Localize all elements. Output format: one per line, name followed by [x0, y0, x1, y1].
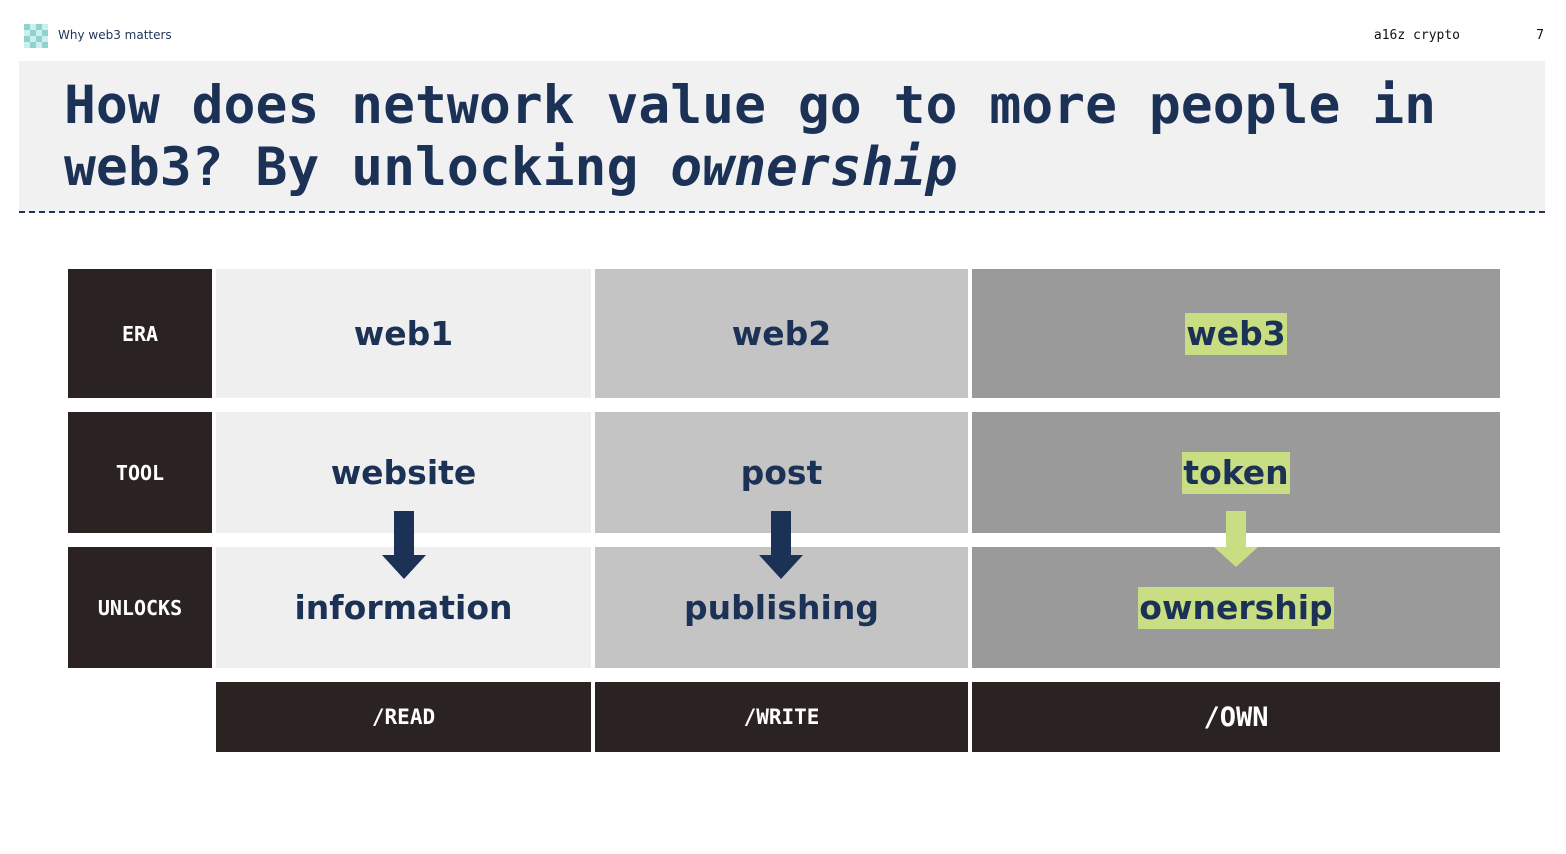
section-label: Why web3 matters: [58, 28, 172, 42]
web3-unlocks-cell: ownership: [972, 547, 1500, 668]
web2-era: web2: [731, 314, 832, 353]
web1-era-cell: web1: [216, 269, 591, 398]
web1-unlocks-cell: information: [216, 547, 591, 668]
top-bar: Why web3 matters a16z crypto 7: [24, 24, 1544, 48]
arrow-down-icon: [759, 511, 803, 579]
web3-tool-cell: token: [972, 412, 1500, 533]
checkered-grid-icon: [24, 24, 48, 48]
title-band: How does network value go to more people…: [19, 61, 1545, 213]
web2-era-cell: web2: [595, 269, 968, 398]
row-label-tool: TOOL: [68, 412, 212, 533]
page-number: 7: [1536, 28, 1544, 43]
brand-name: a16z crypto: [1373, 28, 1460, 43]
title-line-2: web3? By unlocking: [64, 137, 671, 198]
web3-era-cell: web3: [972, 269, 1500, 398]
arrow-down-icon: [382, 511, 426, 579]
footer-read: /READ: [216, 682, 591, 752]
row-label-unlocks: UNLOCKS: [68, 547, 212, 668]
web1-era: web1: [353, 314, 454, 353]
arrow-down-icon: [1214, 511, 1258, 567]
web3-unlocks: ownership: [1138, 586, 1334, 629]
web1-tool: website: [330, 453, 477, 492]
title-emphasis: ownership: [670, 137, 958, 198]
footer-write: /WRITE: [595, 682, 968, 752]
web2-tool: post: [740, 453, 823, 492]
title-line-1: How does network value go to more people…: [64, 75, 1437, 136]
footer-own: /OWN: [972, 682, 1500, 752]
web2-unlocks: publishing: [684, 588, 879, 627]
page-title: How does network value go to more people…: [64, 75, 1436, 199]
web3-tool: token: [1182, 451, 1290, 494]
web2-unlocks-cell: publishing: [595, 547, 968, 668]
row-label-era: ERA: [68, 269, 212, 398]
web1-unlocks: information: [294, 588, 513, 627]
web3-era: web3: [1185, 312, 1287, 355]
